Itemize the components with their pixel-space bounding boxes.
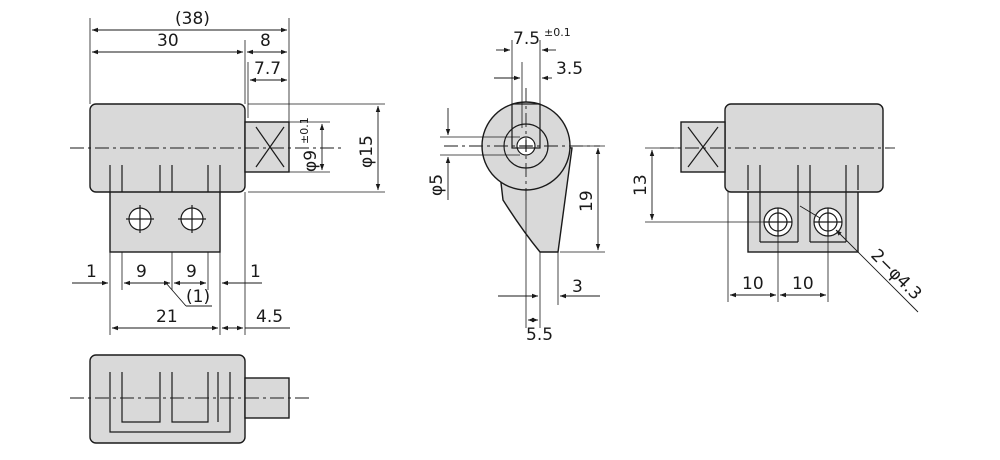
side-view: 7.5 ±0.1 3.5 φ5 19 3 5.5 bbox=[427, 26, 605, 345]
dim-shaft-dia: φ9 bbox=[301, 150, 321, 172]
dim-bracket: 21 bbox=[156, 307, 178, 327]
dim-holes: 2−φ4.3 bbox=[866, 245, 925, 304]
dim-body: 30 bbox=[157, 31, 179, 51]
rear-shaft-flat-cross bbox=[687, 126, 719, 168]
dim-slot: 3.5 bbox=[556, 59, 583, 79]
bottom-view bbox=[70, 354, 310, 444]
dim-pitch-1-rear: 10 bbox=[742, 274, 764, 294]
rear-body-slots bbox=[747, 165, 859, 243]
dim-total: (38) bbox=[175, 9, 210, 29]
dim-base: 5.5 bbox=[526, 325, 553, 345]
front-bracket bbox=[109, 189, 221, 253]
dim-pitch-1: 9 bbox=[136, 262, 147, 282]
dim-offset: 4.5 bbox=[256, 307, 283, 327]
leader-ref bbox=[165, 282, 187, 307]
dim-pitch-2-rear: 10 bbox=[792, 274, 814, 294]
dim-shaft-flat: 7.7 bbox=[254, 59, 281, 79]
dim-ref: (1) bbox=[186, 287, 210, 307]
dim-gap-right: 1 bbox=[250, 262, 261, 282]
dim-gap-left: 1 bbox=[86, 262, 97, 282]
dim-height: 13 bbox=[631, 174, 651, 196]
dim-hub-dia: φ5 bbox=[427, 174, 447, 196]
dim-body-dia: φ15 bbox=[357, 135, 377, 168]
dim-tip: 3 bbox=[572, 277, 583, 297]
dim-shaft-tol: ±0.1 bbox=[298, 117, 311, 144]
dim-arm-tol: ±0.1 bbox=[544, 26, 571, 39]
dim-pitch-2: 9 bbox=[186, 262, 197, 282]
rear-view: 13 10 10 2−φ4.3 bbox=[631, 103, 925, 313]
dim-arm-width: 7.5 bbox=[513, 29, 540, 49]
front-view: (38) 30 8 7.7 φ9 ±0.1 φ15 1 9 9 1 bbox=[70, 9, 385, 335]
dim-shaft-len: 8 bbox=[260, 31, 271, 51]
dim-arm-len: 19 bbox=[577, 190, 597, 212]
bottom-body bbox=[89, 354, 246, 444]
front-body-slots bbox=[109, 165, 221, 192]
front-shaft-flat-cross bbox=[255, 126, 285, 168]
leader-holes bbox=[835, 229, 919, 313]
